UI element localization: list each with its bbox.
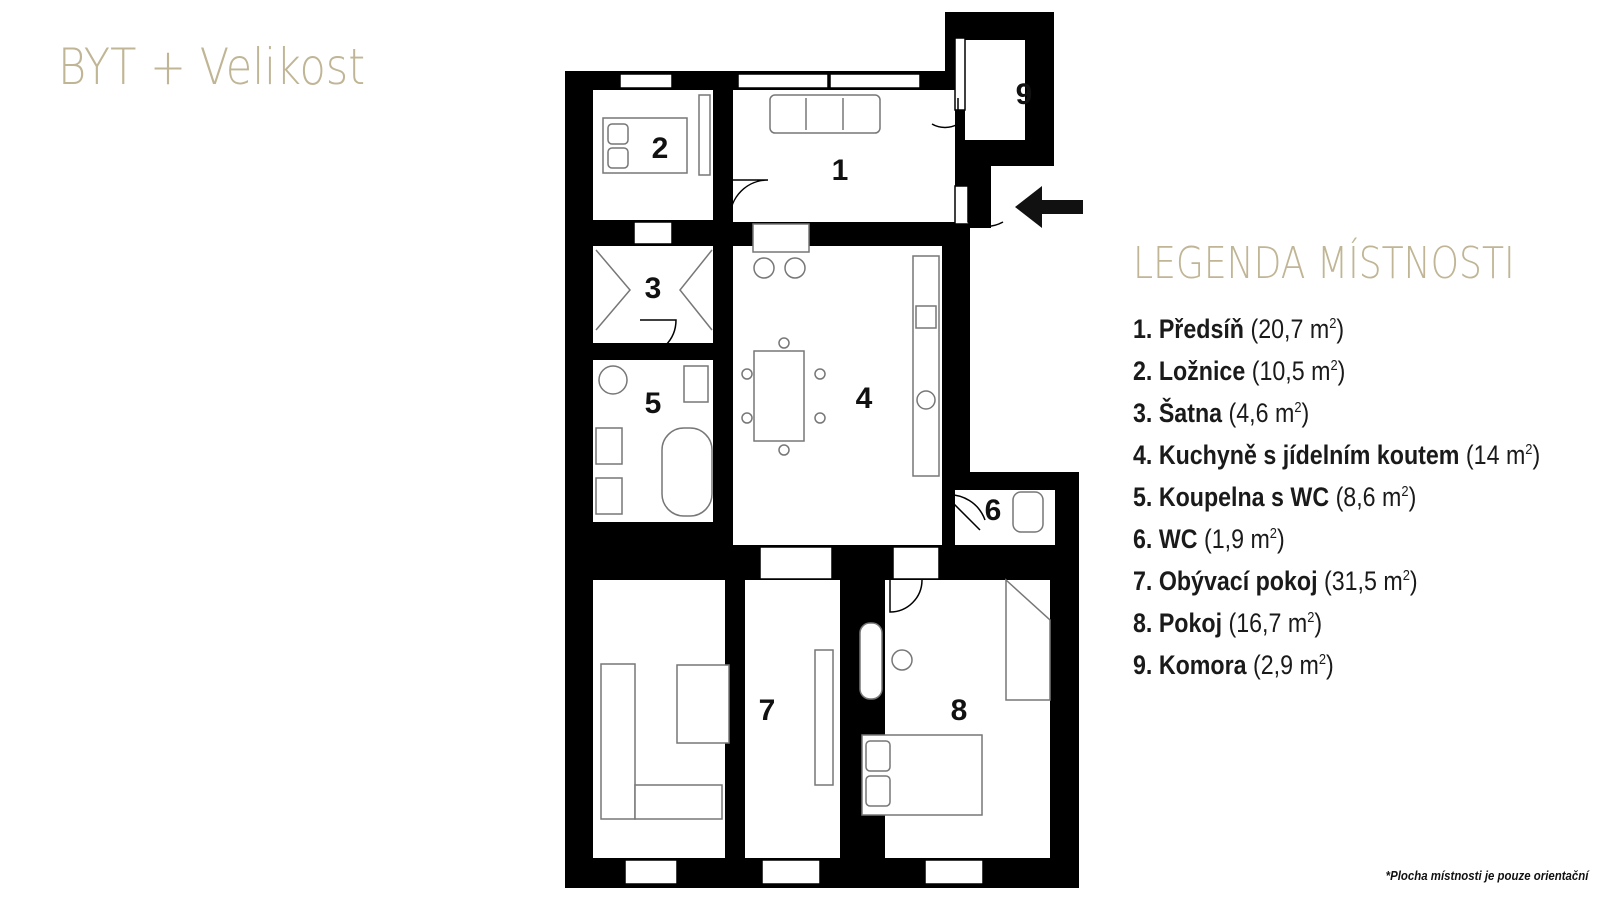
room-number-2: 2	[652, 132, 669, 165]
legend-item: 5. Koupelna s WC (8,6 m2)	[1133, 482, 1417, 512]
room-number-3: 3	[645, 272, 662, 305]
room-number-4: 4	[856, 382, 873, 415]
room-number-1: 1	[832, 154, 849, 187]
legend-item: 1. Předsíň (20,7 m2)	[1133, 314, 1345, 344]
legend-title: LEGENDA MÍSTNOSTI	[1133, 238, 1515, 289]
legend-item: 9. Komora (2,9 m2)	[1133, 650, 1334, 680]
legend-item: 6. WC (1,9 m2)	[1133, 524, 1285, 554]
footnote: *Plocha místnosti je pouze orientační	[1385, 868, 1588, 883]
doors	[621, 98, 1004, 613]
room-number-6: 6	[985, 494, 1002, 527]
page-title: BYT + Velikost	[58, 38, 366, 96]
legend-item: 8. Pokoj (16,7 m2)	[1133, 608, 1323, 638]
entrance-arrow-icon	[1015, 186, 1083, 228]
legend-list: 1. Předsíň (20,7 m2) 2. Ložnice (10,5 m2…	[1133, 308, 1600, 686]
windows	[619, 37, 984, 885]
room-number-5: 5	[645, 387, 662, 420]
legend-item: 3. Šatna (4,6 m2)	[1133, 398, 1310, 428]
walls	[565, 12, 1079, 888]
legend-item: 7. Obývací pokoj (31,5 m2)	[1133, 566, 1418, 596]
room-number-9: 9	[1016, 78, 1033, 111]
room-number-8: 8	[951, 694, 968, 727]
room-number-7: 7	[759, 694, 776, 727]
furniture	[595, 94, 1051, 820]
legend-item: 2. Ložnice (10,5 m2)	[1133, 356, 1346, 386]
legend-item: 4. Kuchyně s jídelním koutem (14 m2)	[1133, 440, 1541, 470]
